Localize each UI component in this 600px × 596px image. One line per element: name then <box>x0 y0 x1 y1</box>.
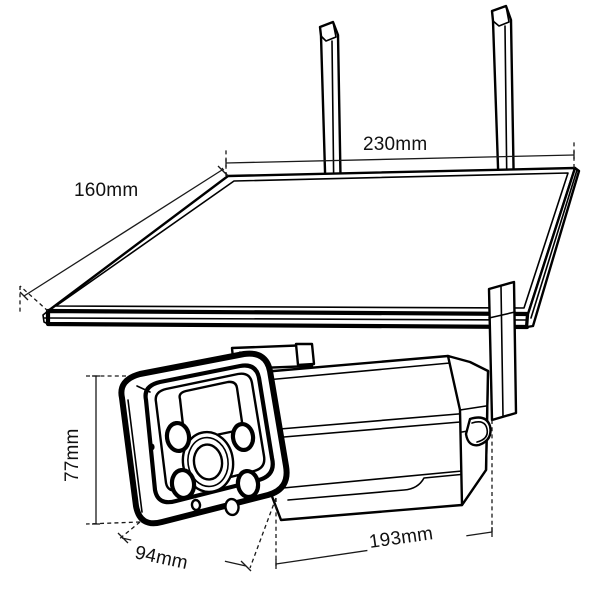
dimension-160mm: 160mm <box>19 165 229 312</box>
led-top-right <box>230 421 256 453</box>
dimension-230mm: 230mm <box>225 130 575 176</box>
dimension-193mm: 193mm <box>275 420 493 569</box>
dimension-77mm: 77mm <box>58 375 141 525</box>
led-bottom-right <box>235 468 261 500</box>
led-bottom-left <box>169 467 197 501</box>
camera-lens-glass <box>192 443 224 481</box>
dimension-94mm: 94mm <box>117 497 277 574</box>
camera-body <box>260 354 492 522</box>
dimension-label-77mm: 77mm <box>62 428 83 482</box>
dimension-label-160mm: 160mm <box>74 180 138 201</box>
indicator-dot <box>149 443 155 451</box>
solar-panel <box>42 166 581 330</box>
antenna-rear-right <box>487 280 518 422</box>
camera-faceplate <box>118 350 290 527</box>
light-sensor-dot <box>190 498 202 512</box>
dimension-label-230mm: 230mm <box>363 134 427 155</box>
led-top-left <box>164 420 192 454</box>
microphone-hole <box>224 497 240 517</box>
